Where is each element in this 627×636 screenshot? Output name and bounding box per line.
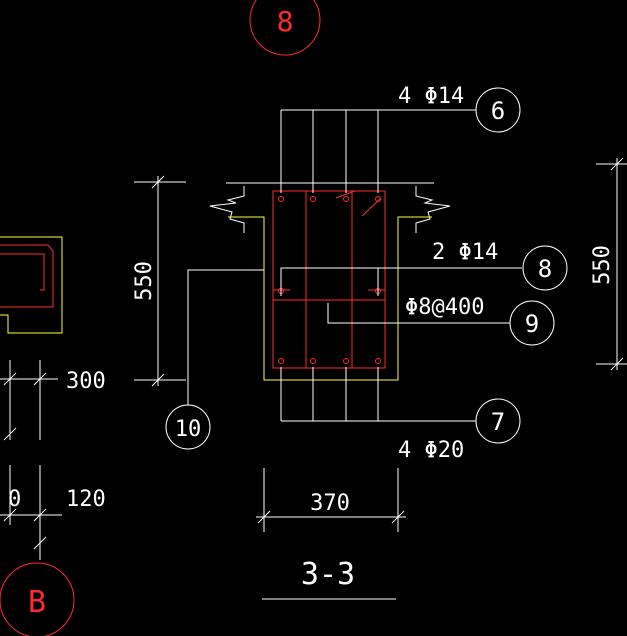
dim-height-left: 550 [132, 175, 186, 387]
callout-middle-bars: 2 Φ14 [432, 240, 498, 265]
dim-width: 370 [256, 468, 406, 532]
item-bubble-9: 9 [509, 300, 555, 346]
axis-bubble-8: 8 [249, 0, 321, 56]
item-bubble-10: 10 [165, 404, 211, 450]
item-bubble-8-label: 8 [538, 255, 552, 283]
item-bubble-8: 8 [522, 245, 568, 291]
dim-partial-label: 0 [8, 487, 21, 512]
callout-bottom-bars: 4 Φ20 [398, 438, 464, 463]
section-title: 3-3 [262, 557, 396, 600]
item-bubble-10-label: 10 [175, 417, 202, 442]
dim-width-label: 370 [310, 491, 350, 516]
item-bubble-7: 7 [475, 398, 521, 444]
item-bubble-7-label: 7 [491, 408, 505, 436]
dim-height-left-label: 550 [132, 261, 157, 301]
callout-stirrups: Φ8@400 [405, 295, 484, 320]
item-bubble-6-label: 6 [491, 97, 505, 125]
dim-300-label: 300 [66, 369, 106, 394]
dim-height-right: 550 [590, 157, 627, 371]
axis-bubble-8-label: 8 [277, 5, 294, 38]
item-bubble-6: 6 [475, 87, 521, 133]
dim-120-label: 120 [66, 487, 106, 512]
axis-bubble-b-label: B [28, 585, 46, 620]
rebar-dots [278, 196, 381, 364]
dim-height-right-label: 550 [590, 245, 615, 285]
item-bubble-9-label: 9 [525, 310, 539, 338]
section-title-label: 3-3 [301, 557, 355, 592]
left-partial-detail: 300 0 120 [0, 236, 106, 560]
axis-bubble-b: B [0, 562, 75, 636]
column-section [187, 109, 522, 422]
callout-top-bars: 4 Φ14 [398, 84, 464, 109]
